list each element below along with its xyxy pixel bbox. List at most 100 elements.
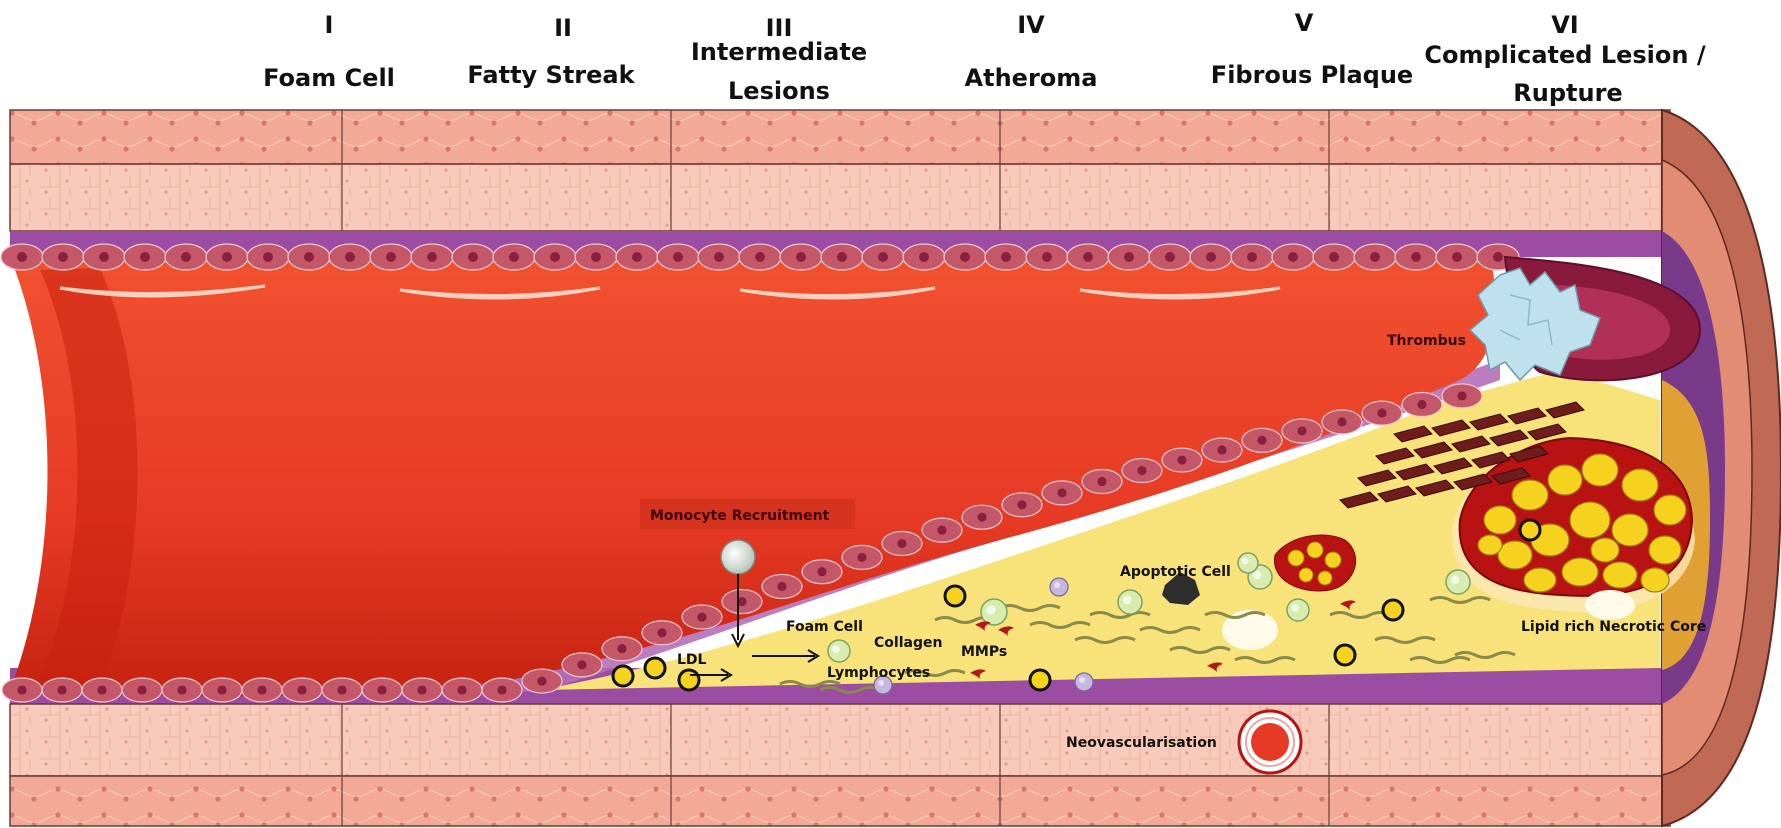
foam-cell bbox=[1287, 599, 1309, 621]
foam-cell bbox=[981, 599, 1007, 625]
label-collagen: Collagen bbox=[874, 635, 942, 651]
lipid-droplet bbox=[1612, 514, 1648, 546]
label-foam-cell: Foam Cell bbox=[786, 619, 863, 635]
endothelial-cell bbox=[962, 505, 1002, 529]
stage-3-title: Intermediate bbox=[691, 38, 867, 66]
endothelial-cell bbox=[1002, 493, 1042, 517]
endothelial-cell bbox=[1202, 438, 1242, 462]
lipid-droplet bbox=[1570, 502, 1610, 538]
stage-6-title-line2: Rupture bbox=[1513, 79, 1622, 107]
lipid-droplet bbox=[1603, 562, 1637, 588]
endothelial-cell bbox=[411, 244, 453, 270]
foam-cell bbox=[1238, 553, 1258, 573]
endothelial-cell bbox=[329, 244, 371, 270]
endothelial-cell bbox=[1149, 244, 1191, 270]
lymphocyte bbox=[1075, 673, 1093, 691]
adventitia-top bbox=[10, 110, 1670, 164]
stage-2-header: II Fatty Streak bbox=[467, 14, 635, 89]
ldl-particle bbox=[679, 670, 699, 690]
endothelium-top bbox=[1, 244, 1519, 270]
endothelial-cell bbox=[1442, 384, 1482, 408]
media-bottom bbox=[10, 704, 1670, 776]
lipid-droplet bbox=[1654, 495, 1686, 525]
endothelial-cell bbox=[82, 678, 122, 702]
endothelial-cell bbox=[288, 244, 330, 270]
endothelial-cell bbox=[202, 678, 242, 702]
stage-5-numeral: V bbox=[1295, 9, 1314, 37]
label-neovascularisation: Neovascularisation bbox=[1066, 735, 1217, 751]
endothelial-cell bbox=[1026, 244, 1068, 270]
foam-cell bbox=[1118, 590, 1142, 614]
endothelial-cell bbox=[1272, 244, 1314, 270]
lipid-droplet bbox=[1582, 454, 1618, 486]
endothelial-cell bbox=[780, 244, 822, 270]
stage-2-numeral: II bbox=[554, 14, 572, 42]
ldl-particle bbox=[1030, 670, 1050, 690]
endothelial-cell bbox=[1122, 459, 1162, 483]
stage-1-title: Foam Cell bbox=[263, 64, 395, 92]
endothelial-cell bbox=[1082, 469, 1122, 493]
endothelial-cell bbox=[1282, 419, 1322, 443]
media-top bbox=[10, 164, 1670, 231]
endothelial-cell bbox=[1395, 244, 1437, 270]
endothelial-cell bbox=[493, 244, 535, 270]
label-lipid-core: Lipid rich Necrotic Core bbox=[1521, 619, 1706, 635]
endothelial-cell bbox=[944, 244, 986, 270]
endothelial-cell bbox=[922, 518, 962, 542]
stage-4-numeral: IV bbox=[1017, 11, 1045, 39]
lipid-droplet bbox=[1512, 480, 1548, 510]
endothelial-cell bbox=[242, 678, 282, 702]
adventitia-bottom bbox=[10, 776, 1670, 826]
vessel-wall-top bbox=[10, 110, 1670, 257]
label-apoptotic-cell: Apoptotic Cell bbox=[1120, 564, 1231, 580]
endothelial-cell bbox=[657, 244, 699, 270]
stage-1-header: I Foam Cell bbox=[263, 11, 395, 92]
lipid-droplet bbox=[1641, 568, 1669, 592]
ldl-particle bbox=[613, 666, 633, 686]
lipid-droplet bbox=[1562, 558, 1598, 586]
endothelial-cell bbox=[862, 244, 904, 270]
endothelial-cell bbox=[1354, 244, 1396, 270]
endothelial-cell bbox=[1436, 244, 1478, 270]
endothelial-cell bbox=[602, 637, 642, 661]
endothelial-cell bbox=[1402, 392, 1442, 416]
lipid-droplet bbox=[1622, 469, 1658, 501]
endothelial-cell bbox=[206, 244, 248, 270]
endothelial-cell bbox=[1042, 481, 1082, 505]
endothelial-cell bbox=[42, 244, 84, 270]
endothelial-cell bbox=[616, 244, 658, 270]
endothelial-cell bbox=[842, 545, 882, 569]
endothelial-cell bbox=[282, 678, 322, 702]
foam-cell bbox=[1446, 570, 1470, 594]
endothelial-cell bbox=[83, 244, 125, 270]
stage-5-title: Fibrous Plaque bbox=[1211, 61, 1413, 89]
stage-headers: I Foam Cell II Fatty Streak III Intermed… bbox=[263, 9, 1706, 107]
endothelial-cell bbox=[1242, 428, 1282, 452]
endothelial-cell bbox=[903, 244, 945, 270]
lipid-droplet bbox=[1484, 506, 1516, 534]
endothelial-cell bbox=[1108, 244, 1150, 270]
endothelial-cell bbox=[642, 621, 682, 645]
lipid-droplet bbox=[1498, 541, 1532, 569]
stage-2-title: Fatty Streak bbox=[467, 61, 635, 89]
endothelial-cell bbox=[562, 653, 602, 677]
endothelial-cell bbox=[1313, 244, 1355, 270]
endothelial-cell bbox=[1231, 244, 1273, 270]
stage-6-header: VI Complicated Lesion / Rupture bbox=[1424, 11, 1705, 107]
endothelial-cell bbox=[165, 244, 207, 270]
ldl-particle bbox=[1520, 520, 1540, 540]
endothelial-cell bbox=[534, 244, 576, 270]
label-lymphocytes: Lymphocytes bbox=[827, 665, 930, 681]
endothelial-cell bbox=[452, 244, 494, 270]
endothelial-cell bbox=[575, 244, 617, 270]
endothelial-cell bbox=[1067, 244, 1109, 270]
lymphocyte bbox=[1050, 578, 1068, 596]
endothelial-cell bbox=[124, 244, 166, 270]
endothelial-cell bbox=[322, 678, 362, 702]
endothelial-cell bbox=[821, 244, 863, 270]
endothelial-cell bbox=[402, 678, 442, 702]
endothelial-cell bbox=[762, 574, 802, 598]
endothelial-cell bbox=[442, 678, 482, 702]
lipid-droplet bbox=[1591, 538, 1619, 562]
